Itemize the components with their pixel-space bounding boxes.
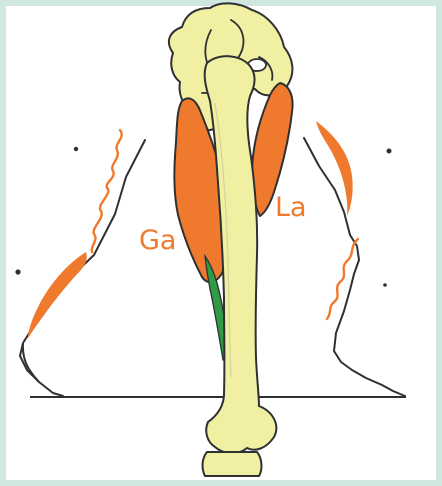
marker-dot-right-lower	[383, 283, 387, 287]
ankle-bone-block	[203, 452, 262, 476]
left-heel-curve	[23, 343, 39, 382]
left-ankle-muscle	[28, 252, 87, 338]
right-leg-outline	[304, 138, 405, 396]
la-label: La	[275, 194, 307, 221]
left-calf-squiggle	[92, 130, 122, 252]
ga-label: Ga	[139, 227, 176, 254]
marker-dot-left-lower	[15, 269, 20, 274]
marker-dot-right-upper	[387, 149, 392, 154]
marker-dot-left-upper	[74, 147, 78, 151]
